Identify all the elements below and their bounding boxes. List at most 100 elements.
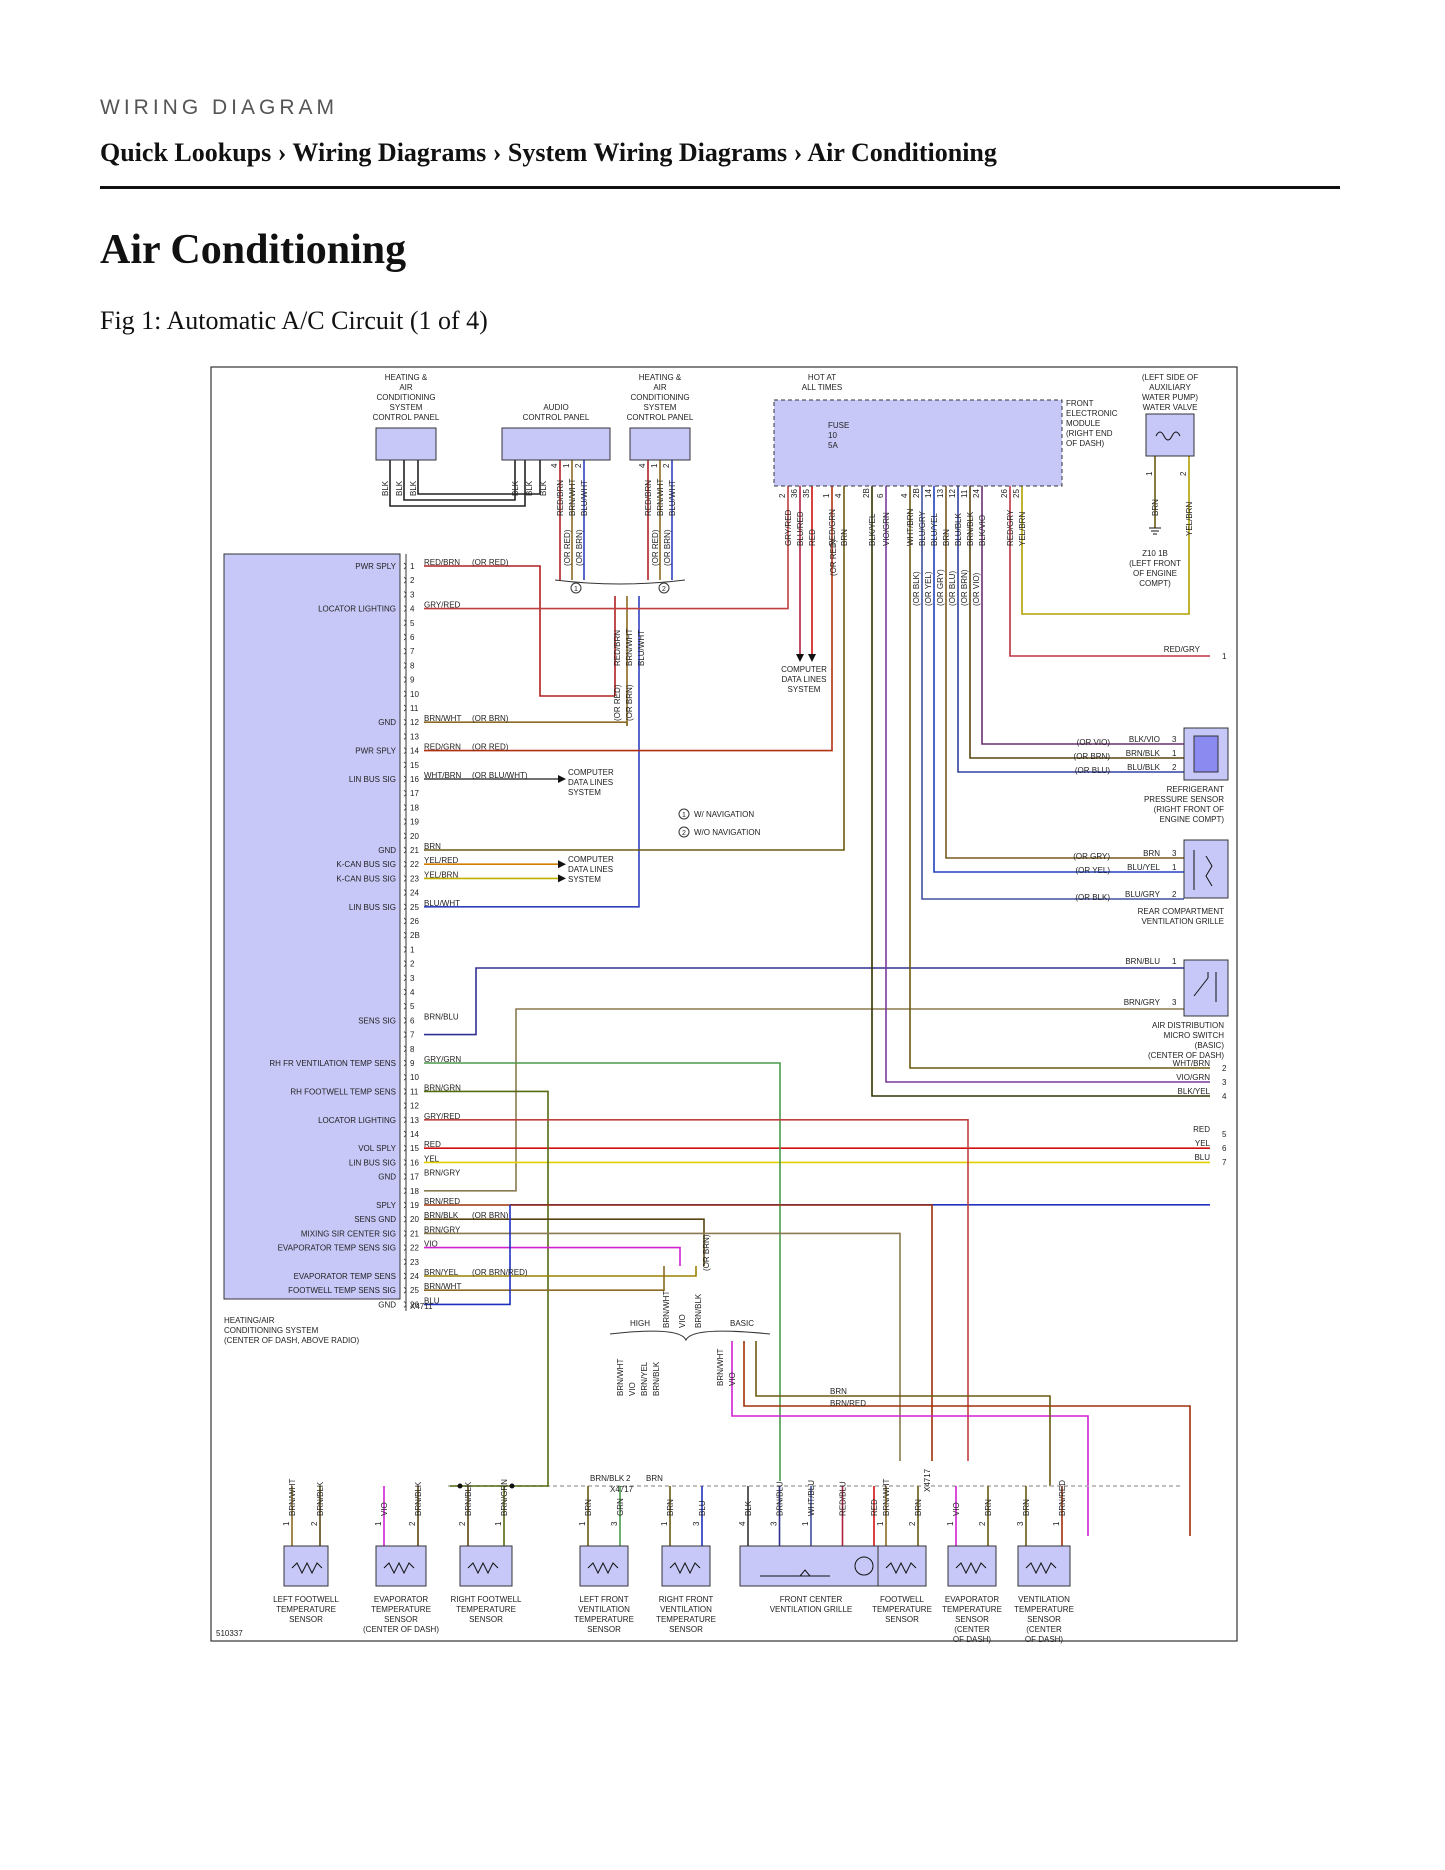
signal-label: LIN BUS SIG — [349, 903, 396, 912]
right-front-vent-label: TEMPERATURE — [656, 1615, 716, 1624]
wire-label: BRN — [1143, 849, 1160, 858]
option-marker — [570, 582, 582, 594]
wire-label: BLU/YEL — [1127, 863, 1160, 872]
legend-label: W/ NAVIGATION — [694, 810, 754, 819]
pin-number: 2 — [458, 1521, 467, 1526]
wire-label: BRN/BLU — [1125, 957, 1160, 966]
wire-label: RED/GRY — [1164, 645, 1201, 654]
pin-number: 26 — [410, 917, 419, 926]
pin-number: 1 — [494, 1521, 503, 1526]
refrigerant-sensor-label: ENGINE COMPT) — [1160, 815, 1225, 824]
pin-number: 36 — [790, 489, 799, 498]
pin-number: 6 — [410, 633, 415, 642]
wire-label: BRN/BLK — [424, 1211, 459, 1220]
pin-number: 8 — [410, 661, 415, 670]
wire-label: BRN/WHT — [662, 1291, 671, 1328]
pin-mark — [403, 619, 407, 627]
wire-label: BRN — [424, 842, 441, 851]
wire-label: WHT/BLU — [807, 1480, 816, 1516]
wire-label: BRN — [984, 1499, 993, 1516]
pin-mark — [403, 647, 407, 655]
pin-number: 1 — [410, 945, 415, 954]
pin-number: 1 — [660, 1521, 669, 1526]
pin-number: 4 — [834, 493, 843, 498]
pin-number: 24 — [410, 1272, 419, 1281]
wire-label: BRN — [914, 1499, 923, 1516]
pin-number: 25 — [410, 1286, 419, 1295]
wire-label: BRN/GRN — [424, 1083, 461, 1092]
wire-label: RED — [870, 1499, 879, 1516]
ground-label: (LEFT FRONT — [1129, 559, 1181, 568]
pin-number: 3 — [1172, 998, 1177, 1007]
pin-number: 1 — [562, 463, 571, 468]
wire-label: BLK — [409, 480, 418, 496]
pin-mark — [403, 733, 407, 740]
wire-label: BRN/BLK — [590, 1474, 625, 1483]
ventilation-2-label: SENSOR — [1027, 1615, 1061, 1624]
wire-label: BLK — [381, 480, 390, 496]
signal-label: LIN BUS SIG — [349, 775, 396, 784]
signal-label: SPLY — [376, 1201, 397, 1210]
pin-mark — [403, 1201, 407, 1209]
ground-label: COMPT) — [1139, 579, 1171, 588]
right-front-vent-label: VENTILATION — [660, 1605, 712, 1614]
pin-mark — [403, 1017, 407, 1024]
wire-label: BLK/VIO — [1129, 735, 1160, 744]
pin-number: 17 — [410, 1173, 419, 1182]
computer-data-lines-label: COMPUTER — [568, 855, 614, 864]
pin-number: 1 — [822, 493, 831, 498]
valve-wire-2 — [1021, 456, 1190, 615]
pin-number: 3 — [1172, 735, 1177, 744]
breadcrumb[interactable]: Quick Lookups › Wiring Diagrams › System… — [100, 138, 997, 167]
wire-blu-gnd — [424, 1204, 511, 1306]
wire-label: BRN/WHT — [288, 1479, 297, 1516]
hvac-panel-1-label: CONTROL PANEL — [373, 413, 440, 422]
pin-number: 2 — [778, 493, 787, 498]
wire-blk-yel — [871, 484, 1210, 1097]
legend-number: 1 — [682, 812, 686, 819]
wire-label: RED — [424, 1140, 441, 1149]
pin-number: 1 — [1172, 749, 1177, 758]
hot-label: ALL TIMES — [802, 383, 842, 392]
pin-number: 2B — [862, 488, 871, 498]
signal-label: MIXING SIR CENTER SIG — [301, 1229, 396, 1238]
ground-wire — [403, 460, 516, 501]
pin-number: 4 — [738, 1521, 747, 1526]
pin-mark — [403, 1088, 407, 1095]
wire-label: RED/GRN — [424, 743, 461, 752]
pin-number: 14 — [410, 1130, 419, 1139]
thermistor-icon — [383, 1561, 415, 1575]
pin-number: 13 — [410, 732, 419, 741]
pin-mark — [403, 988, 407, 996]
wire-label: BRN/GRY — [424, 1225, 461, 1234]
signal-label: VOL SPLY — [358, 1144, 396, 1153]
hvac-panel-2-label: SYSTEM — [644, 403, 677, 412]
left-footwell-label: TEMPERATURE — [276, 1605, 336, 1614]
pin-number: 11 — [960, 489, 969, 498]
pin-mark — [403, 662, 407, 669]
pin-number: 5 — [410, 1002, 415, 1011]
wire-label: BLK/VIO — [978, 515, 987, 546]
motor-icon — [854, 1556, 874, 1576]
pin-mark — [403, 1031, 407, 1038]
fem-label: ELECTRONIC — [1066, 409, 1118, 418]
pin-number: 20 — [410, 1215, 419, 1224]
wire-label: RED — [1193, 1125, 1210, 1134]
wire-alt-label: (OR BRN) — [663, 529, 672, 566]
computer-data-lines-label: DATA LINES — [781, 675, 826, 684]
wires-layer — [291, 400, 1210, 1546]
wire-alt-label: (OR BRN) — [625, 684, 634, 721]
rear-grille-body — [1183, 839, 1229, 899]
pin-number: 7 — [410, 1031, 415, 1040]
evaporator-2-label: EVAPORATOR — [945, 1595, 999, 1604]
pin-number: 2 — [1172, 890, 1177, 899]
wire-alt-label: (OR BRN) — [1074, 752, 1111, 761]
pin-mark — [403, 889, 407, 896]
wire-label: BLU — [1194, 1153, 1210, 1162]
pin-number: 2 — [410, 576, 415, 585]
computer-data-lines-label: DATA LINES — [568, 865, 613, 874]
footwell-label: FOOTWELL — [880, 1595, 925, 1604]
pin-number: 15 — [410, 761, 419, 770]
wire-label: GRY/RED — [784, 509, 793, 546]
left-footwell-label: LEFT FOOTWELL — [273, 1595, 339, 1604]
